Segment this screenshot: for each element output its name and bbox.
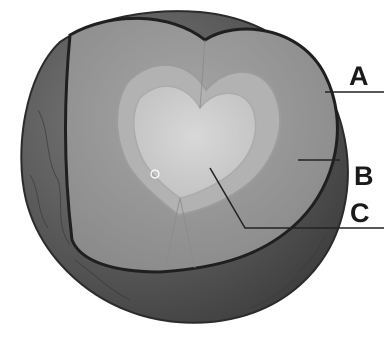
label-b: B bbox=[354, 161, 374, 191]
label-a: A bbox=[349, 61, 369, 91]
label-c: C bbox=[350, 198, 370, 228]
